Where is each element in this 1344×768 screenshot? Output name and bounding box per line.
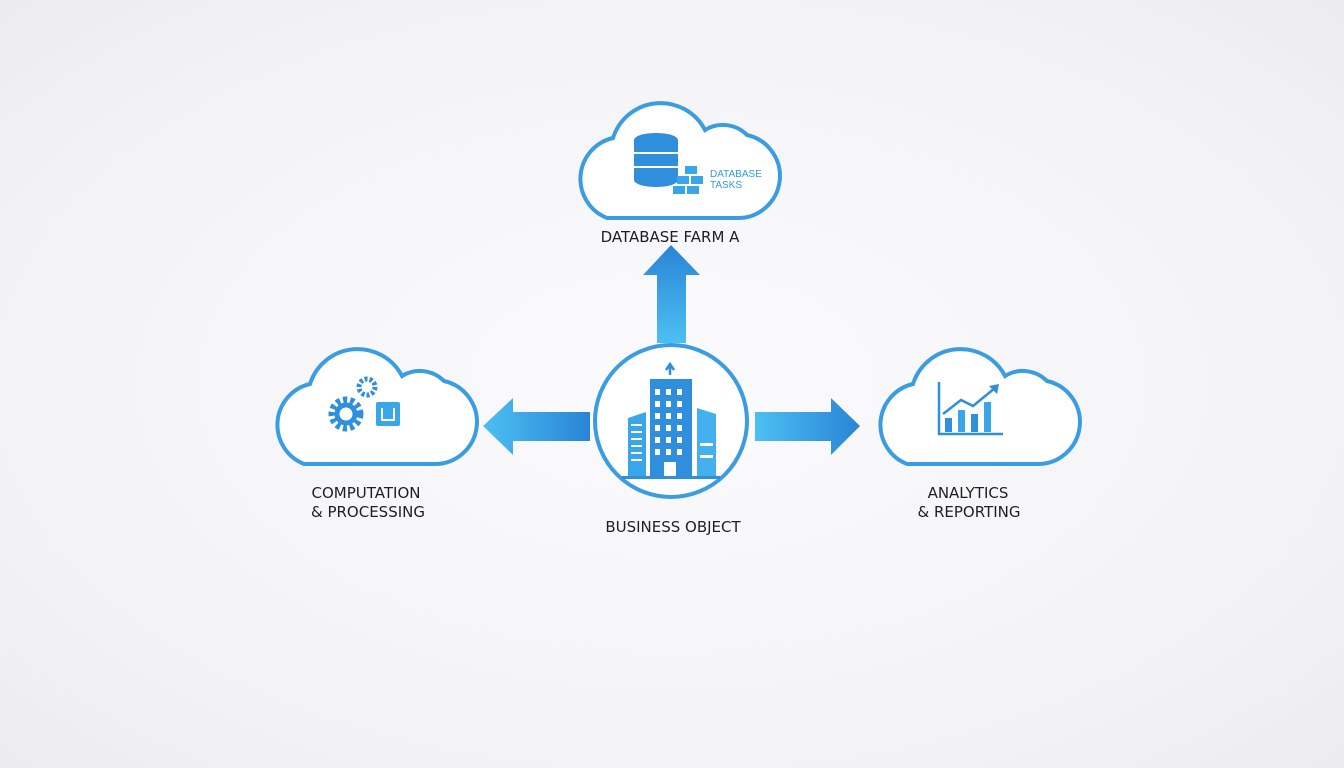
- business-object-node: [593, 343, 749, 499]
- cloud-analytics: [878, 347, 1082, 467]
- arrow-up: [643, 245, 700, 343]
- database-farm-label: DATABASE FARM A: [601, 228, 741, 246]
- arrow-left: [483, 398, 590, 455]
- database-icon: [634, 133, 703, 194]
- analytics-label-1: ANALYTICS: [928, 484, 1009, 502]
- bar-chart-icon: [937, 382, 1003, 436]
- computation-label-2: & PROCESSING: [311, 503, 425, 521]
- cloud-computation: [275, 347, 479, 467]
- computation-label-1: COMPUTATION: [312, 484, 421, 502]
- cloud-database-farm: DATABASE TASKS: [578, 101, 782, 221]
- database-tasks-label-2: TASKS: [710, 180, 742, 191]
- gears-chip-icon: [328, 376, 400, 432]
- analytics-label-2: & REPORTING: [918, 503, 1021, 521]
- arrow-right: [755, 398, 860, 455]
- building-icon: [622, 361, 720, 479]
- business-object-label: BUSINESS OBJECT: [605, 518, 741, 536]
- database-tasks-label-1: DATABASE: [710, 169, 762, 180]
